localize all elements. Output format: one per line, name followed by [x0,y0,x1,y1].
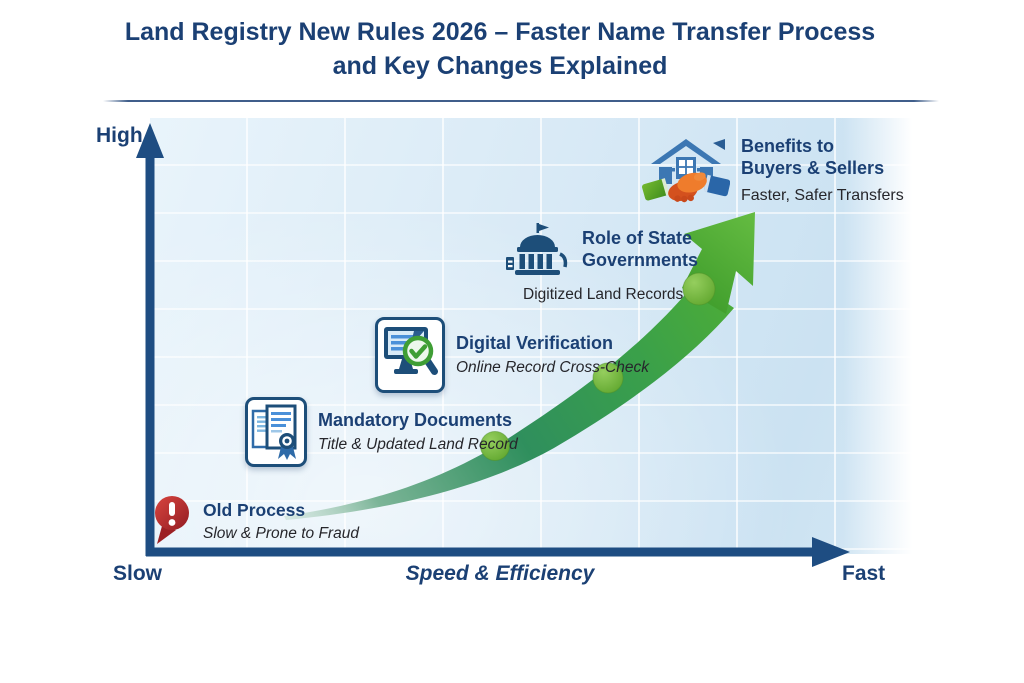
milestone-subtitle: Slow & Prone to Fraud [203,524,359,542]
curve-dot-1 [480,431,510,461]
milestone-subtitle: Faster, Safer Transfers [741,187,904,205]
milestone-title: Digital Verification [456,333,614,354]
page-title-part2: Faster Name Transfer Process [508,18,876,46]
y-axis-arrow-icon [136,123,164,158]
x-axis-label-fast: Fast [842,562,886,585]
x-axis-label-slow: Slow [113,562,163,585]
alert-pin-icon [155,496,189,544]
milestone-title: Benefits to Buyers & Sellers [741,136,885,178]
page-title: Land Registry New Rules 2026 – Faster Na… [40,16,960,83]
growth-curve [284,282,734,520]
title-divider [103,100,939,102]
curve-dot-2 [592,362,624,394]
milestone-title: Mandatory Documents [318,410,513,431]
government-building-icon [506,223,568,275]
curve-dot-3 [682,272,716,306]
page-title-line2: and Key Changes Explained [332,51,668,80]
milestone-title: Role of State Governments [582,228,699,270]
plot-area [150,118,920,554]
house-handshake-icon [642,138,730,202]
milestone-subtitle: Title & Updated Land Record [318,435,518,453]
milestone-benefits: Benefits to Buyers & Sellers Faster, Saf… [642,136,904,205]
milestone-digital-verification: Digital Verification Online Record Cross… [375,317,649,393]
y-axis-label-high: High [96,124,143,147]
milestone-state-governments: Role of State Governments Digitized Land… [505,221,698,304]
x-axis-arrow-icon [812,537,850,567]
milestone-title: Old Process [203,499,306,520]
milestone-subtitle: Online Record Cross-Check [456,358,649,376]
monitor-verification-icon [384,327,438,375]
milestone-old-process: Old Process Slow & Prone to Fraud [152,494,359,548]
page-title-part1: Land Registry New Rules 2026 – [124,18,509,46]
milestone-mandatory-documents: Mandatory Documents Title & Updated Land… [245,397,518,467]
milestone-subtitle: Digitized Land Records [523,286,684,303]
certificate-documents-icon [251,404,297,460]
x-axis-title: Speed & Efficiency [405,562,595,585]
